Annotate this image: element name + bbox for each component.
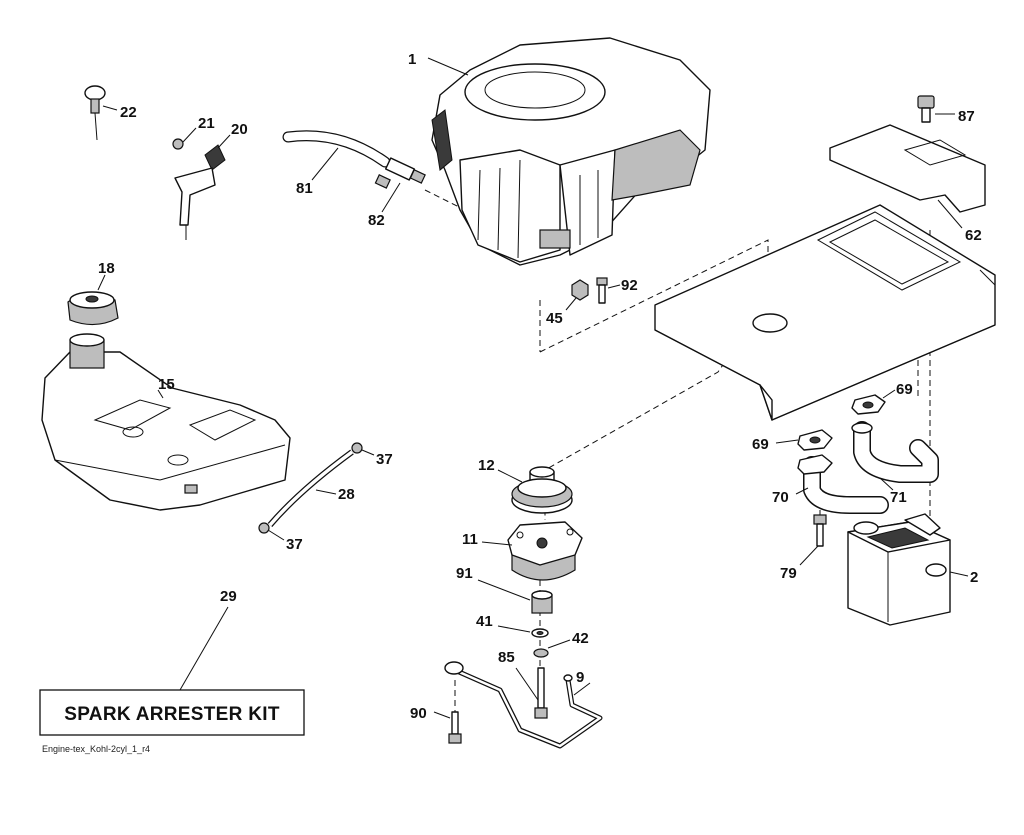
label-2: 2 <box>970 569 978 586</box>
bolt-part-92[interactable] <box>596 277 608 304</box>
label-37-upper: 37 <box>376 451 393 468</box>
washer-part-41[interactable] <box>531 628 549 638</box>
fuel-filter-part-82[interactable] <box>374 157 426 189</box>
leader-92 <box>607 284 621 289</box>
label-42: 42 <box>572 630 589 647</box>
leader-79 <box>799 545 819 566</box>
leader-45 <box>565 297 577 311</box>
fuel-hose-part-81[interactable] <box>282 130 391 168</box>
leader-37-lower <box>267 529 285 541</box>
leader-21 <box>182 127 197 143</box>
gasket-part-69-lower[interactable] <box>797 429 833 451</box>
leader-18 <box>97 274 106 291</box>
label-28: 28 <box>338 486 355 503</box>
label-69-lower: 69 <box>752 436 769 453</box>
leader-22 <box>102 105 118 111</box>
pulley-part-12[interactable] <box>511 466 573 514</box>
bolt-part-79[interactable] <box>813 514 827 547</box>
leader-90 <box>433 711 451 719</box>
label-41: 41 <box>476 613 493 630</box>
leader-20 <box>217 134 231 149</box>
exhaust-pipe-part-71[interactable] <box>851 421 939 483</box>
fuel-tank-part-15[interactable] <box>41 333 291 511</box>
throttle-control-part-20[interactable] <box>174 144 226 240</box>
label-91: 91 <box>456 565 473 582</box>
leader-85 <box>515 667 539 701</box>
spark-arrester-kit-label: SPARK ARRESTER KIT <box>64 704 280 725</box>
lock-washer-part-42[interactable] <box>533 648 549 658</box>
label-12: 12 <box>478 457 495 474</box>
leader-15 <box>157 389 164 399</box>
bolt-part-90[interactable] <box>448 711 462 744</box>
muffler-part-2[interactable] <box>847 513 951 626</box>
gasket-part-69-upper[interactable] <box>851 394 886 415</box>
bolt-part-85[interactable] <box>534 667 548 719</box>
label-11: 11 <box>462 531 478 548</box>
pto-clutch-part-11[interactable] <box>507 521 583 581</box>
label-82: 82 <box>368 212 385 229</box>
label-22: 22 <box>120 104 137 121</box>
label-20: 20 <box>231 121 248 138</box>
screw-part-21[interactable] <box>172 138 184 150</box>
nut-part-45[interactable] <box>571 279 589 301</box>
label-90: 90 <box>410 705 427 722</box>
label-70: 70 <box>772 489 789 506</box>
fuel-cap-part-18[interactable] <box>67 291 119 326</box>
leader-29 <box>179 606 229 691</box>
leader-69-upper <box>882 389 896 399</box>
leader-11 <box>481 541 513 546</box>
exhaust-pipe-part-70[interactable] <box>797 454 889 514</box>
leader-1 <box>427 57 469 76</box>
label-18: 18 <box>98 260 115 277</box>
clamp-part-37-upper[interactable] <box>351 442 363 454</box>
leader-42 <box>547 639 571 649</box>
leader-81 <box>311 147 339 181</box>
fuel-line-part-28[interactable] <box>267 449 354 527</box>
leader-62 <box>937 199 963 229</box>
label-9: 9 <box>576 669 584 686</box>
bolt-part-22[interactable] <box>84 85 106 141</box>
leader-28 <box>315 489 337 495</box>
frame-chassis[interactable] <box>654 204 996 421</box>
label-81: 81 <box>296 180 313 197</box>
leader-41 <box>497 625 531 633</box>
clamp-part-37-lower[interactable] <box>258 522 270 534</box>
leader-9 <box>573 682 591 696</box>
spacer-part-91[interactable] <box>531 590 553 614</box>
leader-70 <box>795 487 809 495</box>
label-87: 87 <box>958 108 975 125</box>
screw-part-87[interactable] <box>917 95 935 123</box>
leader-71 <box>879 477 894 491</box>
leader-91 <box>477 579 531 601</box>
label-85: 85 <box>498 649 515 666</box>
engine-part-1[interactable] <box>431 37 711 266</box>
label-62: 62 <box>965 227 982 244</box>
leader-37-upper <box>361 449 375 456</box>
label-79: 79 <box>780 565 797 582</box>
label-29: 29 <box>220 588 237 605</box>
diagram-caption: Engine-tex_Kohl-2cyl_1_r4 <box>42 744 150 754</box>
leader-82 <box>381 182 401 213</box>
label-37-lower: 37 <box>286 536 303 553</box>
label-71: 71 <box>890 489 907 506</box>
label-15: 15 <box>158 376 175 393</box>
heat-shield-part-62[interactable] <box>829 124 986 213</box>
spark-arrester-kit-box[interactable]: SPARK ARRESTER KIT <box>39 689 305 736</box>
label-1: 1 <box>408 51 416 68</box>
leader-2 <box>949 571 969 577</box>
label-21: 21 <box>198 115 215 132</box>
label-45: 45 <box>546 310 563 327</box>
label-92: 92 <box>621 277 638 294</box>
bracket-part-9[interactable] <box>444 661 603 749</box>
label-69-upper: 69 <box>896 381 913 398</box>
leader-12 <box>497 469 523 483</box>
leader-69-lower <box>775 439 799 444</box>
